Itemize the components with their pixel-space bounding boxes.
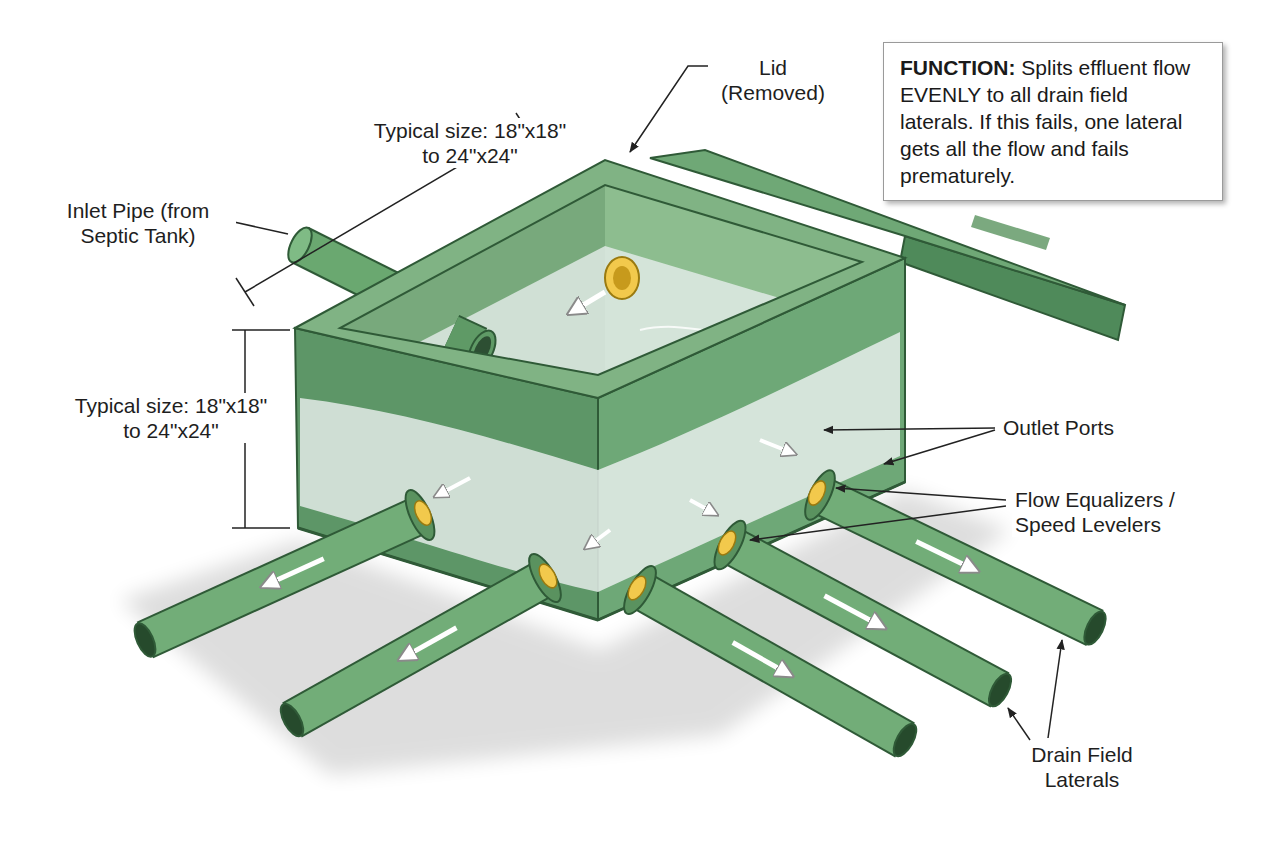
- flow-arrow: [825, 596, 879, 625]
- lateral-body: [145, 515, 420, 640]
- note-box: FUNCTION:Splits effluent flow EVENLY to …: [883, 42, 1223, 201]
- flow-equalizer: [715, 528, 740, 558]
- lateral-flange: [708, 516, 751, 573]
- note-heading: FUNCTION:: [900, 56, 1015, 79]
- callout-label: Drain Field Laterals: [1012, 742, 1152, 792]
- laterals: [130, 466, 1110, 759]
- outlet-port-core: [613, 266, 631, 290]
- flow-arrow: [690, 500, 712, 512]
- leader-line: [824, 428, 995, 430]
- lateral-pipe: [618, 562, 921, 760]
- lateral-outline: [292, 578, 545, 720]
- leader-line: [1008, 708, 1030, 740]
- lateral-end: [984, 670, 1015, 709]
- flow-arrow: [590, 530, 610, 545]
- flow-arrow: [440, 478, 470, 494]
- flow-arrow: [733, 643, 786, 673]
- lateral-end: [130, 620, 159, 659]
- dimension-tick: [232, 329, 290, 331]
- lateral-flange: [523, 550, 567, 607]
- dimension-tick: [232, 527, 290, 529]
- inlet-pipe: [283, 224, 390, 290]
- lateral-pipe: [276, 550, 567, 740]
- lateral-end: [1080, 608, 1110, 647]
- lateral-flange: [618, 562, 662, 619]
- leader-line: [630, 66, 708, 152]
- leader-line: [884, 430, 995, 464]
- lateral-end: [889, 720, 921, 759]
- dimension-label: Typical size: 18"x18" to 24"x24": [369, 118, 571, 168]
- leader-line: [1048, 640, 1062, 738]
- flow-arrow: [269, 559, 324, 584]
- flow-equalizer: [411, 498, 434, 527]
- lateral-body: [292, 578, 545, 720]
- lateral-flange: [799, 466, 841, 523]
- flow-equalizer: [536, 561, 561, 591]
- flow-arrow: [406, 628, 457, 656]
- flow-arrow: [916, 542, 971, 569]
- outlet-port: [605, 257, 639, 299]
- dimension-tick: [236, 278, 254, 306]
- lid-emboss: [971, 215, 1050, 250]
- lateral-outline: [145, 515, 420, 640]
- flow-equalizer: [805, 478, 829, 508]
- lateral-flange: [400, 486, 441, 543]
- lateral-end: [276, 700, 308, 739]
- callout-label: Lid (Removed): [712, 55, 834, 105]
- dimension-lines: [232, 113, 534, 528]
- leader-line: [750, 506, 1006, 540]
- lid-edge: [900, 236, 1125, 340]
- leader-line: [836, 488, 1006, 500]
- box-rim: [295, 160, 905, 398]
- lateral-pipe: [130, 486, 440, 659]
- callout-label: Outlet Ports: [1000, 415, 1117, 440]
- flow-equalizer: [625, 573, 650, 603]
- leader-line: [234, 222, 288, 234]
- callout-label: Inlet Pipe (from Septic Tank): [40, 198, 236, 248]
- dimension-label: Typical size: 18"x18" to 24"x24": [70, 393, 272, 443]
- flow-arrow: [760, 440, 790, 452]
- callout-label: Flow Equalizers / Speed Levelers: [1012, 487, 1190, 537]
- flow-arrow: [575, 292, 605, 310]
